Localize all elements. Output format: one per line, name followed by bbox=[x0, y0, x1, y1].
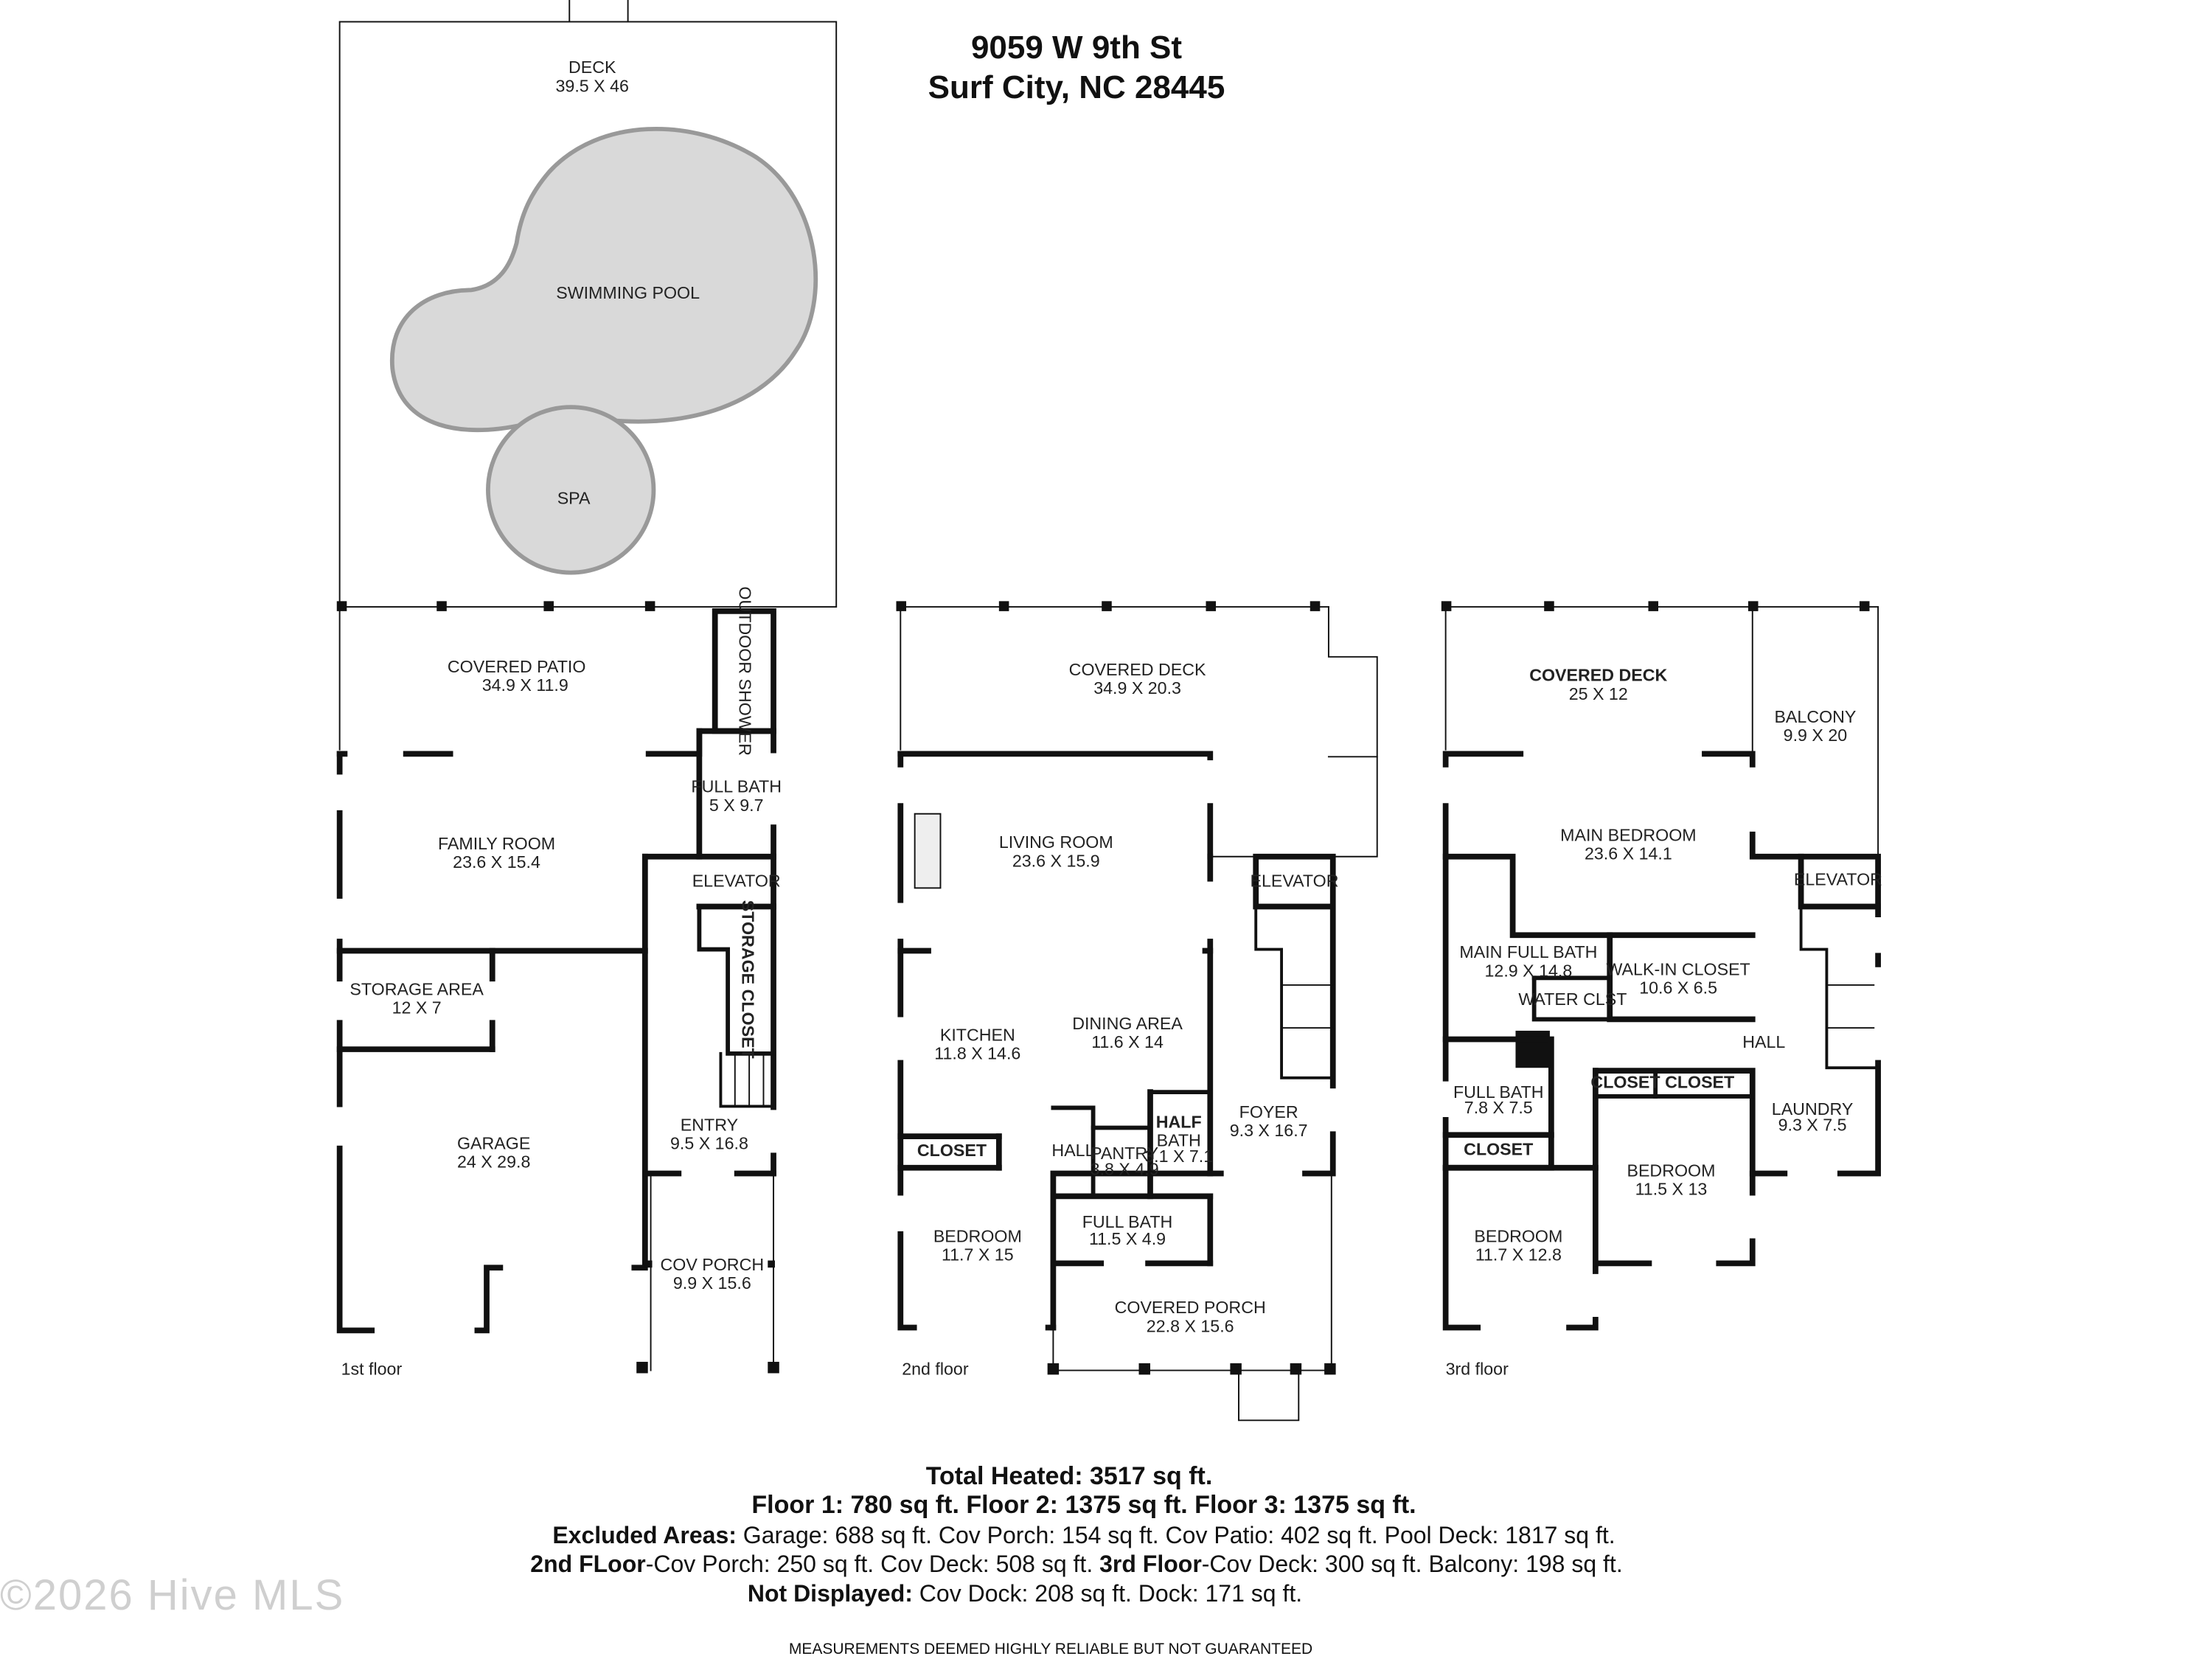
room-name: FULL BATH bbox=[691, 777, 782, 796]
room-dims: 24 X 29.8 bbox=[457, 1152, 530, 1172]
floor-1-labels: DECK 39.5 X 46 SWIMMING POOL SPA COVERED… bbox=[341, 58, 782, 1378]
room-name: COVERED DECK bbox=[1529, 666, 1667, 685]
room-name: ELEVATOR bbox=[1794, 869, 1882, 888]
floor3-label: 3rd Floor bbox=[1099, 1551, 1202, 1577]
room-dims: 25 X 12 bbox=[1569, 684, 1628, 703]
room-name: DECK bbox=[568, 58, 616, 77]
floor-label: 2nd floor bbox=[902, 1359, 969, 1378]
room-name: BEDROOM bbox=[933, 1226, 1022, 1245]
room-name: WATER CLST bbox=[1518, 990, 1627, 1009]
room-dims: 9.9 X 15.6 bbox=[673, 1273, 751, 1293]
room-dims: 34.9 X 11.9 bbox=[482, 675, 568, 695]
room-name: GARAGE bbox=[457, 1134, 530, 1153]
room-dims: 12.9 X 14.8 bbox=[1485, 961, 1573, 980]
room-name: CLOSET bbox=[1590, 1072, 1660, 1091]
room-dims: 39.5 X 46 bbox=[556, 76, 629, 95]
room-dims: 11.5 X 13 bbox=[1635, 1179, 1708, 1198]
room-name: BEDROOM bbox=[1474, 1226, 1562, 1245]
room-name: COVERED PATIO bbox=[448, 657, 586, 676]
room-name: BATH bbox=[1157, 1131, 1201, 1150]
address-line-1: 9059 W 9th St bbox=[970, 29, 1183, 66]
not-displayed-label: Not Displayed: bbox=[747, 1580, 913, 1607]
floor3-values: -Cov Deck: 300 sq ft. Balcony: 198 sq ft… bbox=[1201, 1551, 1623, 1577]
room-name: MAIN FULL BATH bbox=[1459, 942, 1597, 961]
room-name: BALCONY bbox=[1774, 707, 1856, 726]
room-name: FULL BATH bbox=[1453, 1082, 1544, 1102]
room-dims: 23.6 X 15.4 bbox=[453, 852, 540, 872]
room-dims: 23.6 X 15.9 bbox=[1012, 851, 1100, 870]
not-displayed: Not Displayed: Cov Dock: 208 sq ft. Dock… bbox=[0, 1580, 2131, 1607]
floor-3-plan bbox=[1441, 601, 1882, 1332]
swimming-pool bbox=[389, 127, 818, 433]
room-name: LIVING ROOM bbox=[999, 832, 1113, 852]
room-name: FAMILY ROOM bbox=[438, 834, 555, 853]
floor-2-labels: COVERED DECK 34.9 X 20.3 LIVING ROOM 23.… bbox=[902, 660, 1338, 1378]
room-name: SPA bbox=[557, 489, 591, 508]
room-dims: 7.8 X 7.5 bbox=[1464, 1098, 1533, 1117]
room-name: COV PORCH bbox=[660, 1255, 764, 1274]
room-name: LAUNDRY bbox=[1772, 1099, 1854, 1119]
excluded-values: Garage: 688 sq ft. Cov Porch: 154 sq ft.… bbox=[736, 1522, 1615, 1548]
watermark: ©2026 Hive MLS bbox=[0, 1571, 345, 1619]
floor-2-plan bbox=[896, 601, 1378, 1422]
room-name: ENTRY bbox=[681, 1115, 738, 1134]
room-dims: 9.5 X 16.8 bbox=[670, 1134, 748, 1153]
deck-outline bbox=[338, 21, 838, 608]
floor2-label: 2nd FLoor bbox=[530, 1551, 646, 1577]
room-name: WALK-IN CLOSET bbox=[1607, 959, 1750, 978]
floor-1-plan bbox=[335, 0, 838, 1374]
room-dims: 11.8 X 14.6 bbox=[934, 1044, 1020, 1063]
room-name: MAIN BEDROOM bbox=[1560, 825, 1696, 844]
room-name: PANTRY bbox=[1091, 1144, 1158, 1163]
room-name: STORAGE AREA bbox=[349, 980, 484, 999]
excluded-label: Excluded Areas: bbox=[552, 1522, 737, 1548]
room-name: ELEVATOR bbox=[692, 871, 781, 890]
room-dims: 22.8 X 15.6 bbox=[1147, 1316, 1234, 1335]
room-dims: 11.6 X 14 bbox=[1091, 1032, 1164, 1051]
room-name: BEDROOM bbox=[1627, 1161, 1715, 1180]
room-dims: 5 X 9.7 bbox=[709, 796, 764, 815]
floors-summary: Floor 1: 780 sq ft. Floor 2: 1375 sq ft.… bbox=[751, 1491, 1416, 1519]
room-dims: 12 X 7 bbox=[392, 998, 442, 1018]
address-line-2: Surf City, NC 28445 bbox=[928, 69, 1225, 105]
room-name: STORAGE CLOSET bbox=[738, 900, 757, 1059]
room-name: COVERED DECK bbox=[1069, 660, 1206, 679]
room-dims: 10.6 X 6.5 bbox=[1639, 978, 1717, 998]
excluded-areas: Excluded Areas: Garage: 688 sq ft. Cov P… bbox=[0, 1522, 2190, 1549]
room-name: HALF bbox=[1156, 1113, 1202, 1132]
spa bbox=[486, 405, 656, 575]
room-name: OUTDOOR SHOWER bbox=[736, 586, 755, 756]
room-name: HALL bbox=[1742, 1032, 1785, 1051]
room-name: CLOSET bbox=[917, 1141, 987, 1160]
room-dims: 9.3 X 16.7 bbox=[1230, 1121, 1308, 1140]
room-dims: 34.9 X 20.3 bbox=[1093, 678, 1181, 698]
room-name: DINING AREA bbox=[1072, 1014, 1183, 1033]
room-dims: 11.5 X 4.9 bbox=[1089, 1229, 1166, 1248]
floor-label: 1st floor bbox=[341, 1359, 403, 1378]
room-dims: 23.6 X 14.1 bbox=[1585, 844, 1672, 863]
room-name: SWIMMING POOL bbox=[556, 283, 700, 302]
room-name: KITCHEN bbox=[940, 1025, 1015, 1044]
room-name: CLOSET bbox=[1665, 1072, 1734, 1091]
upper-floors-excluded: 2nd FLoor-Cov Porch: 250 sq ft. Cov Deck… bbox=[0, 1551, 2183, 1578]
room-dims: 3.8 X 4.9 bbox=[1091, 1159, 1159, 1178]
disclaimer: MEASUREMENTS DEEMED HIGHLY RELIABLE BUT … bbox=[788, 1641, 1313, 1658]
room-name: CLOSET bbox=[1464, 1139, 1533, 1158]
not-displayed-values: Cov Dock: 208 sq ft. Dock: 171 sq ft. bbox=[912, 1580, 1303, 1607]
room-name: HALL bbox=[1051, 1141, 1094, 1160]
room-dims: 9.9 X 20 bbox=[1784, 726, 1848, 745]
room-name: COVERED PORCH bbox=[1115, 1298, 1266, 1317]
room-dims: 9.3 X 7.5 bbox=[1778, 1115, 1847, 1134]
room-name: ELEVATOR bbox=[1250, 871, 1338, 890]
room-dims: 11.7 X 15 bbox=[942, 1245, 1014, 1265]
floor-3-labels: COVERED DECK 25 X 12 BALCONY 9.9 X 20 MA… bbox=[1446, 666, 1882, 1379]
room-dims: 11.7 X 12.8 bbox=[1475, 1245, 1562, 1265]
floor2-values: -Cov Porch: 250 sq ft. Cov Deck: 508 sq … bbox=[645, 1551, 1100, 1577]
total-heated: Total Heated: 3517 sq ft. bbox=[925, 1462, 1213, 1490]
floor-label: 3rd floor bbox=[1446, 1359, 1509, 1378]
room-dims: 3.1 X 7.1 bbox=[1144, 1147, 1213, 1166]
room-name: FOYER bbox=[1239, 1102, 1298, 1121]
room-name: FULL BATH bbox=[1082, 1212, 1173, 1231]
